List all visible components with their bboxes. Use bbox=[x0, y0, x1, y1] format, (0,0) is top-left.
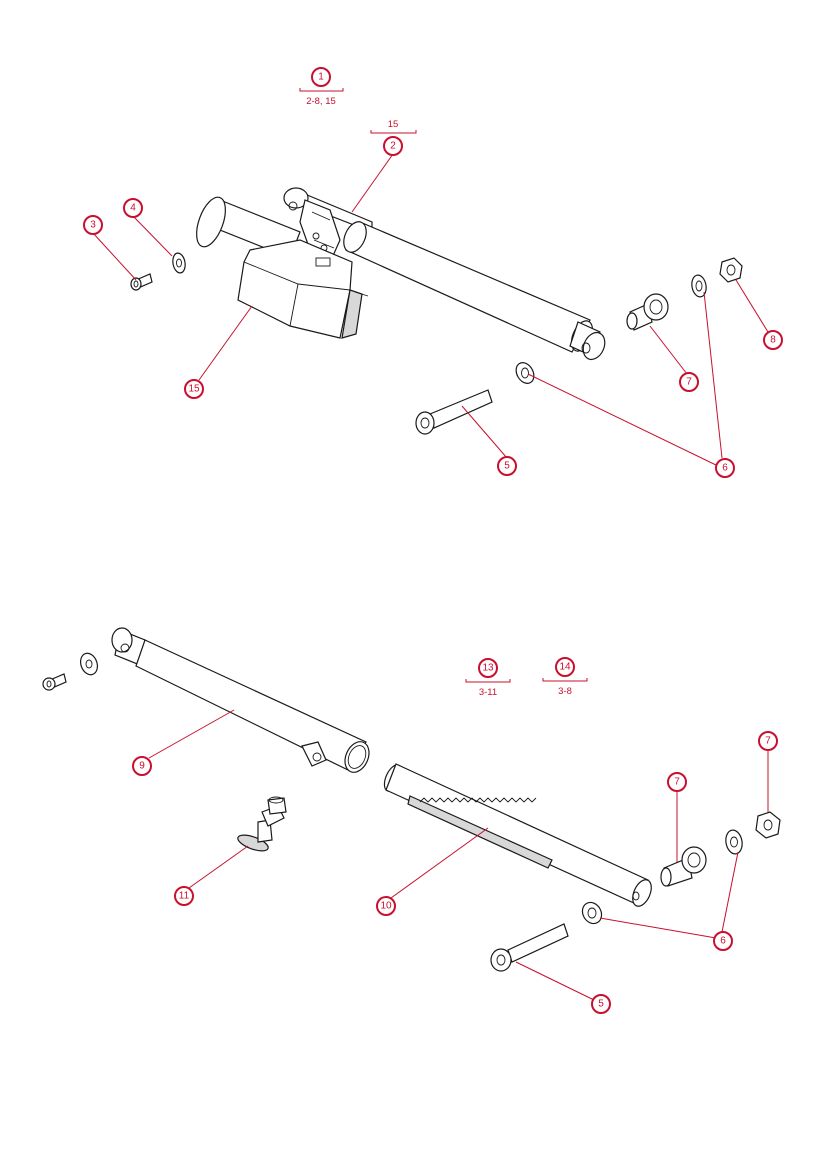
washer-upper-left bbox=[172, 252, 186, 274]
outer-tube-9 bbox=[111, 627, 370, 773]
callout-11-text: 11 bbox=[179, 891, 190, 902]
actuator-rod-end bbox=[569, 321, 606, 361]
callout-3: 3 bbox=[83, 215, 103, 235]
group-1-range: 2-8, 15 bbox=[306, 96, 336, 107]
screw-small-lower bbox=[42, 673, 67, 691]
callout-2-text: 2 bbox=[390, 141, 396, 152]
screw-small-upper bbox=[130, 273, 153, 291]
nut-upper bbox=[719, 257, 743, 283]
callout-9-text: 9 bbox=[139, 761, 145, 772]
callout-5-upper-text: 5 bbox=[504, 461, 510, 472]
group-label-14: 14 3-8 bbox=[542, 657, 588, 697]
group-label-1: 1 2-8, 15 bbox=[299, 67, 344, 107]
group-13-range: 3-11 bbox=[479, 687, 497, 698]
clamp-bracket bbox=[299, 199, 341, 259]
callout-3-text: 3 bbox=[90, 220, 96, 231]
callout-15-text: 15 bbox=[188, 384, 200, 395]
callout-7-lower-right: 7 bbox=[758, 731, 778, 751]
washer-lower-left bbox=[79, 652, 99, 676]
callout-14-text: 14 bbox=[559, 662, 571, 673]
washer-upper-right bbox=[691, 274, 707, 298]
callout-10-text: 10 bbox=[380, 901, 392, 912]
group-label-13: 13 3-11 bbox=[465, 658, 511, 698]
washer-upper-mid bbox=[515, 362, 535, 384]
callout-5-lower: 5 bbox=[591, 994, 611, 1014]
bushing-lower bbox=[660, 846, 707, 887]
callout-6-lower: 6 bbox=[713, 931, 733, 951]
callout-6-upper: 6 bbox=[715, 458, 735, 478]
callout-7-upper: 7 bbox=[679, 372, 699, 392]
callout-13-circle bbox=[478, 658, 498, 678]
bolt-upper bbox=[415, 389, 493, 435]
washer-lower-mid bbox=[581, 901, 603, 925]
gearbox-housing bbox=[237, 239, 369, 339]
callout-11: 11 bbox=[174, 886, 194, 906]
bolt-lower bbox=[490, 923, 569, 972]
spring-pin-11 bbox=[237, 796, 287, 852]
callout-7-lower-mid-text: 7 bbox=[674, 777, 680, 788]
callout-2: 2 bbox=[383, 136, 403, 156]
callout-10: 10 bbox=[376, 896, 396, 916]
bushing-upper bbox=[626, 293, 669, 331]
callout-7-lower-mid: 7 bbox=[667, 772, 687, 792]
callout-6-lower-text: 6 bbox=[720, 936, 726, 947]
nut-lower bbox=[755, 811, 781, 839]
callout-4: 4 bbox=[123, 198, 143, 218]
callout-4-text: 4 bbox=[130, 203, 136, 214]
washer-lower-right bbox=[725, 829, 743, 855]
group-2-range: 15 bbox=[388, 119, 399, 130]
callout-8: 8 bbox=[763, 330, 783, 350]
leader-lines bbox=[92, 153, 769, 1001]
callout-6-upper-text: 6 bbox=[722, 463, 728, 474]
callout-9: 9 bbox=[132, 756, 152, 776]
group-label-2: 15 bbox=[370, 119, 417, 134]
callout-5-upper: 5 bbox=[497, 456, 517, 476]
callout-13-text: 13 bbox=[482, 663, 494, 674]
callout-7-upper-text: 7 bbox=[686, 377, 692, 388]
callout-8-text: 8 bbox=[770, 335, 776, 346]
callout-14-circle bbox=[555, 657, 575, 677]
callout-15: 15 bbox=[184, 379, 204, 399]
callout-1-circle bbox=[311, 67, 331, 87]
callout-7-lower-right-text: 7 bbox=[765, 736, 771, 747]
callout-5-lower-text: 5 bbox=[598, 999, 604, 1010]
inner-tube-10 bbox=[383, 763, 652, 907]
group-14-range: 3-8 bbox=[558, 686, 572, 697]
callout-1-text: 1 bbox=[318, 72, 324, 83]
